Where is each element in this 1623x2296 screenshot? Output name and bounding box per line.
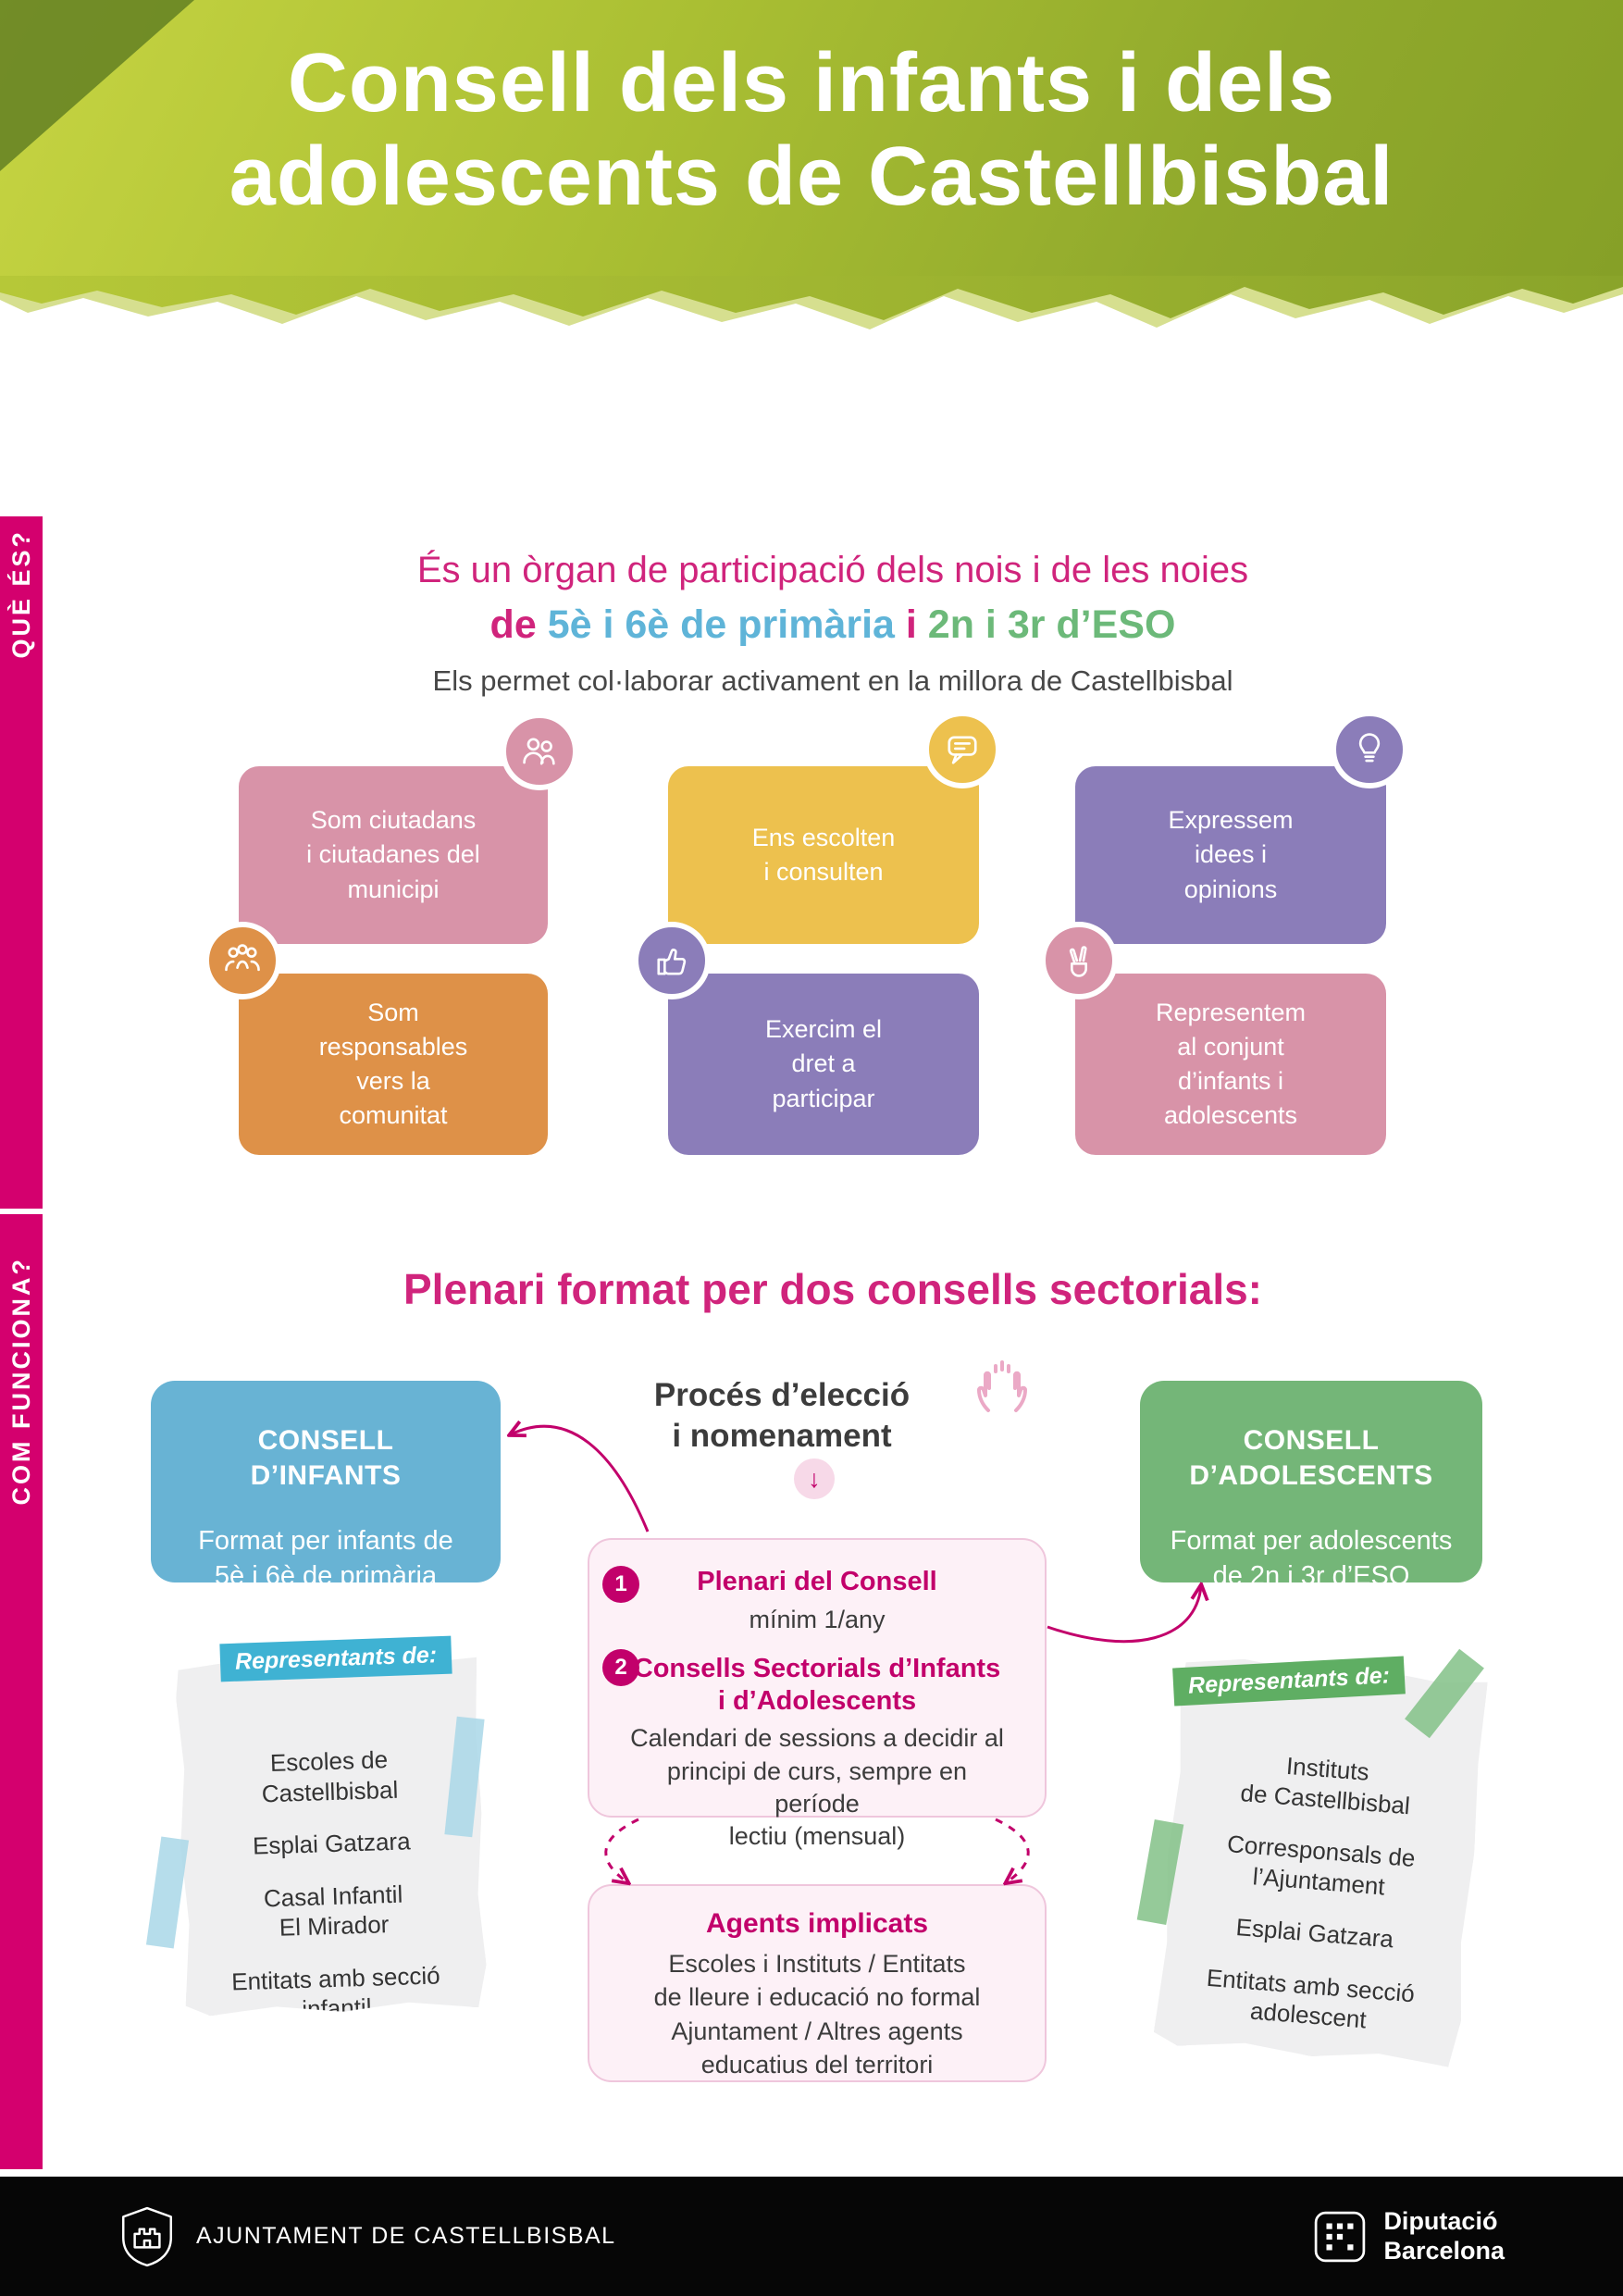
note-right-item-2: Corresponsals de l’Ajuntament	[1226, 1830, 1417, 1900]
tape-decoration	[145, 1836, 190, 1949]
agents-implicats-box: Agents implicats Escoles i Instituts / E…	[588, 1884, 1047, 2082]
ajuntament-label: AJUNTAMENT DE CASTELLBISBAL	[196, 2223, 616, 2249]
step2-title: Consells Sectorials d’Infants i d’Adoles…	[633, 1653, 1001, 1716]
intro-line2-mid: i	[894, 602, 928, 647]
sidebar-label-com-funciona: COM FUNCIONA?	[6, 1257, 35, 1506]
note-left-item-1: Escoles de Castellbisbal	[261, 1745, 399, 1807]
consell-infants-box: CONSELL D’INFANTS Format per infants de …	[151, 1381, 501, 1591]
note-representants-infants: Escoles de Castellbisbal Esplai Gatzara …	[175, 1654, 488, 2017]
note-right-item-1: Instituts de Castellbisbal	[1239, 1751, 1411, 1819]
poster-title-line2: adolescents de Castellbisbal	[229, 130, 1394, 223]
footer-bar: AJUNTAMENT DE CASTELLBISBAL Diputació Ba…	[0, 2177, 1623, 2296]
proces-eleccio-title: Procés d’elecció i nomenament	[653, 1377, 911, 1454]
poster-title-line1: Consell dels infants i dels	[287, 37, 1336, 130]
poster-title: Consell dels infants i dels adolescents …	[0, 37, 1623, 224]
ajuntament-logo-group: AJUNTAMENT DE CASTELLBISBAL	[118, 2205, 616, 2268]
down-arrow-icon: ↓	[794, 1458, 835, 1499]
torn-paper-edge	[0, 276, 1623, 329]
intro-line2-prefix: de	[489, 602, 548, 647]
raised-hands-icon	[960, 1344, 1044, 1427]
intro-line3: Els permet col·laborar activament en la …	[432, 664, 1233, 697]
note-right-item-4: Entitats amb secció adolescent	[1205, 1963, 1416, 2034]
castle-shield-icon	[122, 2206, 172, 2266]
ribbon-representants-infants: Representants de:	[219, 1635, 452, 1682]
note-left-item-3: Casal Infantil El Mirador	[263, 1880, 403, 1942]
consell-adolescents-body: Format per adolescents de 2n i 3r d’ESO	[1170, 1526, 1453, 1591]
card-expressem: Expressem idees i opinions	[1075, 766, 1386, 944]
card-escolten: Ens escolten i consulten	[668, 766, 979, 944]
consell-infants-body: Format per infants de 5è i 6è de primàri…	[198, 1526, 453, 1591]
consell-infants-title: CONSELL D’INFANTS	[250, 1425, 402, 1491]
step-number-2: 2	[602, 1649, 639, 1686]
intro-line2: de 5è i 6è de primària i 2n i 3r d’ESO	[43, 602, 1623, 648]
consell-adolescents-box: CONSELL D’ADOLESCENTS Format per adolesc…	[1140, 1381, 1482, 1591]
header-banner: Consell dels infants i dels adolescents …	[0, 0, 1623, 278]
diputacio-label: Diputació Barcelona	[1383, 2207, 1505, 2265]
victory-hand-icon	[1040, 922, 1118, 999]
note-left-item-2: Esplai Gatzara	[252, 1827, 411, 1860]
step-number-1: 1	[602, 1566, 639, 1603]
agents-body: Escoles i Instituts / Entitats de lleure…	[653, 1950, 981, 2079]
community-group-icon	[204, 922, 281, 999]
intro-block: És un òrgan de participació dels nois i …	[43, 550, 1623, 698]
sidebar-section-com-funciona: COM FUNCIONA?	[0, 1214, 43, 2169]
diputacio-icon	[1315, 2211, 1366, 2262]
note-right-item-3: Esplai Gatzara	[1234, 1913, 1395, 1954]
intro-line2-primaria: 5è i 6è de primària	[547, 602, 895, 647]
note-left-items: Escoles de Castellbisbal Esplai Gatzara …	[175, 1654, 488, 2029]
note-left-item-4: Entitats amb secció infantil	[230, 1960, 440, 2024]
sidebar-section-que-es: QUÈ ÉS?	[0, 516, 43, 1209]
agents-title: Agents implicats	[705, 1908, 929, 1939]
intro-line2-eso: 2n i 3r d’ESO	[927, 602, 1176, 647]
section2-heading: Plenari format per dos consells sectoria…	[403, 1265, 1262, 1313]
thumbs-up-icon	[633, 922, 711, 999]
card-representem: Representem al conjunt d’infants i adole…	[1075, 974, 1386, 1155]
step1-body: mínim 1/any	[749, 1605, 886, 1633]
consell-adolescents-title: CONSELL D’ADOLESCENTS	[1189, 1425, 1433, 1491]
card-responsables: Som responsables vers la comunitat	[239, 974, 548, 1155]
diputacio-line2: Barcelona	[1383, 2236, 1505, 2265]
intro-line1: És un òrgan de participació dels nois i …	[416, 550, 1249, 590]
card-exercim: Exercim el dret a participar	[668, 974, 979, 1155]
step2-body: Calendari de sessions a decidir al princ…	[630, 1724, 1004, 1850]
plenari-steps-box: 1 2 Plenari del Consell mínim 1/any Cons…	[588, 1538, 1047, 1850]
ideas-lightbulb-icon	[1331, 711, 1408, 788]
diputacio-logo-group: Diputació Barcelona	[1313, 2207, 1505, 2265]
speech-bubble-icon	[923, 711, 1001, 788]
step1-title: Plenari del Consell	[697, 1567, 937, 1596]
citizens-icon	[501, 713, 578, 790]
diputacio-line1: Diputació	[1383, 2207, 1498, 2236]
sidebar-label-que-es: QUÈ ÉS?	[6, 529, 35, 659]
card-ciutadans: Som ciutadans i ciutadanes del municipi	[239, 766, 548, 944]
